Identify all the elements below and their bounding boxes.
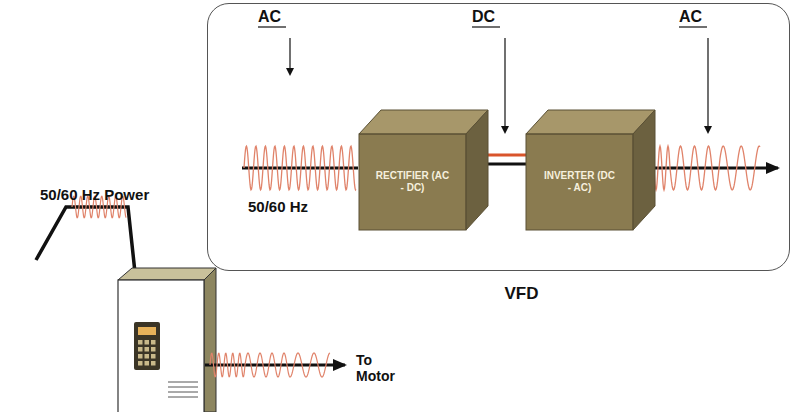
text-label: AC (258, 8, 281, 26)
text-label: 50/60 Hz (248, 198, 308, 215)
pointer-arrow (289, 38, 290, 74)
ac-wave (244, 146, 356, 190)
text-label: AC (679, 8, 702, 26)
pointer-arrow (504, 38, 505, 132)
cabinet-top (118, 268, 216, 280)
cabinet-side (204, 268, 216, 412)
converter-block: RECTIFIER (AC - DC) (359, 134, 466, 230)
text-label: To Motor (356, 352, 406, 384)
keypad-display (138, 327, 156, 335)
power-line (36, 207, 136, 282)
input-line (242, 167, 358, 170)
drive-cabinet (118, 280, 204, 412)
pointer-arrow (707, 38, 708, 132)
enclosure-title: VFD (505, 284, 539, 304)
block-label: INVERTER (DC - AC) (543, 170, 617, 195)
block-label: RECTIFIER (AC - DC) (376, 170, 450, 195)
keypad (134, 322, 160, 370)
text-label: DC (472, 8, 495, 26)
converter-block: INVERTER (DC - AC) (526, 134, 633, 230)
text-label: 50/60 Hz Power (40, 186, 149, 203)
vfd-enclosure: VFDRECTIFIER (AC - DC)INVERTER (DC - AC) (207, 3, 790, 271)
ac-wave (210, 353, 330, 377)
